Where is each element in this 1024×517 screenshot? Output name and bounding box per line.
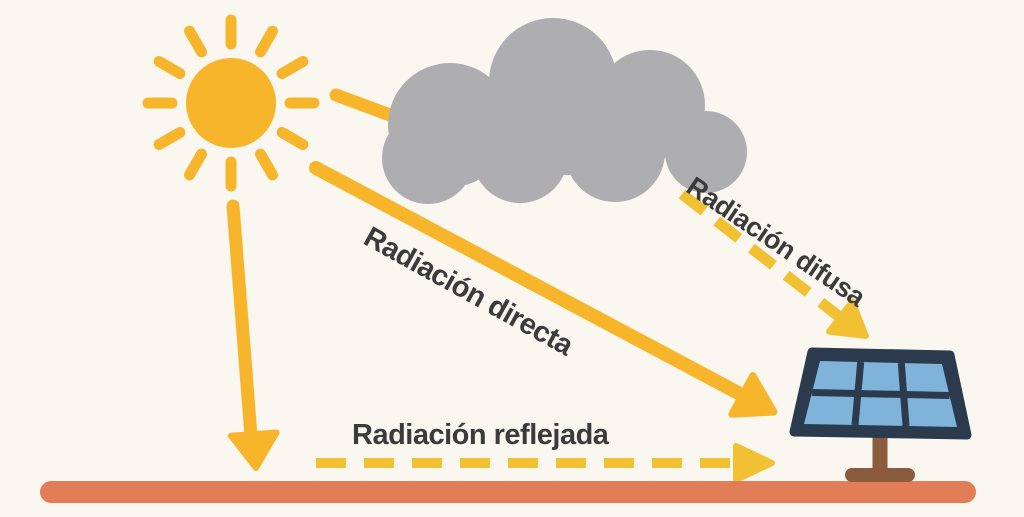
sun-to-cloud-beam bbox=[329, 88, 405, 125]
direct-radiation-arrow bbox=[309, 161, 778, 418]
ground bbox=[40, 481, 976, 503]
label-radiacion-reflejada: Radiación reflejada bbox=[352, 419, 609, 451]
cloud-icon bbox=[382, 18, 747, 204]
solar-panel-icon bbox=[789, 347, 972, 482]
solar-panel-stand bbox=[845, 430, 915, 482]
solar-panel-grid bbox=[811, 361, 950, 427]
reflected-radiation-arrow bbox=[316, 443, 775, 483]
sun-icon bbox=[142, 14, 320, 192]
sun-to-ground-arrow bbox=[226, 199, 280, 471]
diffuse-radiation-arrow bbox=[678, 189, 869, 339]
